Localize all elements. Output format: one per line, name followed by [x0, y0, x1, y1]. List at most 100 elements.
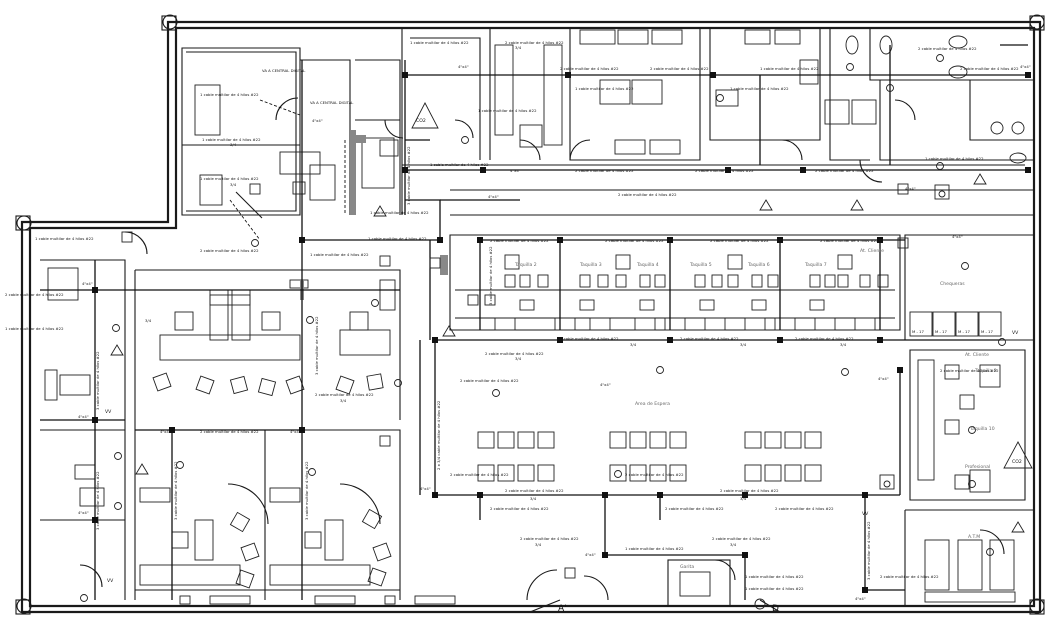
section-arrow-icon: A' D	[529, 598, 781, 614]
box-size-label: 4"x4"	[458, 64, 469, 69]
hatched-columns	[300, 130, 448, 300]
vertical-cable-label: 3 cable multilar de 4 hilos #22	[304, 461, 309, 520]
room-label-taquilla-3: Taquilla 3	[579, 262, 602, 268]
cable-label: 2 cable multilar de 4 hilos #22	[820, 238, 879, 243]
box-size-label: 4"x4"	[905, 186, 916, 191]
vv-annotations: VV VV VV VV	[105, 330, 1019, 584]
cable-label: 1 cable multilar de 4 hilos #22	[370, 210, 429, 215]
room-label-at-cliente-right: At. Cliente	[965, 352, 989, 358]
cable-label: 1 cable multilar de 4 hilos #22	[430, 162, 489, 167]
box-size-label: 4"x4"	[420, 486, 431, 491]
fire-extinguisher-icon: CO2 CO2	[411, 102, 1033, 469]
cable-annotations: 1 cable multilar de 4 hilos #22 2 cable …	[5, 40, 1019, 591]
vertical-cable-label: 3 cable multilar de 4 hilos #22	[488, 246, 493, 305]
box-size-label: 4"x4"	[585, 552, 596, 557]
junction-boxes	[92, 72, 1031, 593]
cable-label: 1 cable multilar de 4 hilos #22	[745, 574, 804, 579]
cable-label: 1 cable multilar de 4 hilos #22	[200, 176, 259, 181]
conduit-label: 3/4	[630, 342, 637, 347]
conduit-label: 3/4	[515, 45, 522, 50]
box-size-label: 4"x4"	[488, 194, 499, 199]
vertical-cable-label: 3 cable multilar de 4 hilos #22	[866, 521, 871, 580]
section-marker-d: D	[772, 604, 779, 614]
cable-label: 1 cable multilar de 4 hilos #22	[5, 326, 64, 331]
cable-label: 2 cable multilar de 4 hilos #22	[560, 336, 619, 341]
wheelchair-icon	[879, 184, 950, 490]
cable-label: 2 cable multilar de 4 hilos #22	[605, 238, 664, 243]
cable-label: 1 cable multilar de 4 hilos #22	[200, 92, 259, 97]
box-size-label: 4"x4"	[82, 281, 93, 286]
cable-label: 2 cable multilar de 4 hilos #22	[485, 351, 544, 356]
conduit-label: 3/4	[230, 142, 237, 147]
cable-label: 2 cable multilar de 4 hilos #22	[505, 40, 564, 45]
room-label-garita: Garita	[680, 564, 694, 570]
central-digital-label: VA A CENTRAL DIGITAL	[310, 100, 354, 105]
room-label-taquilla-5: Taquilla 5	[689, 262, 712, 268]
cable-label: 2 cable multilar de 4 hilos #22	[695, 168, 754, 173]
room-label-taquilla-6: Taquilla 6	[747, 262, 770, 268]
conduit-label: 3/4	[340, 398, 347, 403]
vertical-cable-label: 2 x 3/4 cable multilar de 4 hilos #22	[436, 400, 441, 470]
cable-label: 2 cable multilar de 4 hilos #22	[710, 238, 769, 243]
box-size-label: 4"x4"	[952, 234, 963, 239]
exterior-walls	[15, 14, 1045, 615]
vv-label: VV	[862, 511, 869, 517]
furniture	[44, 29, 1027, 605]
conduit-label: 3/4	[535, 542, 542, 547]
room-label-atm: A.T.M	[968, 534, 980, 540]
cable-label: 2 cable multilar de 4 hilos #22	[520, 536, 579, 541]
room-label-chequeras: Chequeras	[940, 281, 965, 287]
vv-label: VV	[107, 578, 114, 584]
cable-label: 2 cable multilar de 4 hilos #22	[575, 168, 634, 173]
conduit-label: 3/4	[740, 342, 747, 347]
box-size-label: 4"x4"	[855, 596, 866, 601]
vv-label: VV	[1012, 330, 1019, 336]
room-label-taquilla-9: Taquilla 9	[974, 368, 997, 374]
cable-label: 1 cable multilar de 4 hilos #22	[575, 86, 634, 91]
cable-label: 2 cable multilar de 4 hilos #22	[560, 66, 619, 71]
box-size-label: 4"x4"	[160, 429, 171, 434]
central-digital-label: VA A CENTRAL DIGITAL	[262, 68, 306, 73]
room-label-taquilla-10: Taquilla 10	[969, 426, 995, 432]
room-label-taquilla-2: Taquilla 2	[514, 262, 537, 268]
room-label-profesional: Profesional	[965, 464, 990, 470]
conduit-label: 3/4	[145, 318, 152, 323]
cable-label: 2 cable multilar de 4 hilos #22	[815, 168, 874, 173]
cable-label: 2 cable multilar de 4 hilos #22	[795, 336, 854, 341]
vertical-cable-label: 3 cable multilar de 4 hilos #22	[406, 146, 411, 205]
cable-label: 2 cable multilar de 4 hilos #22	[200, 248, 259, 253]
vertical-cable-annotations: 3 cable multilar de 4 hilos #22 3 cable …	[95, 146, 871, 580]
cable-label: 1 cable multilar de 4 hilos #22	[410, 40, 469, 45]
cable-label: 2 cable multilar de 4 hilos #22	[200, 429, 259, 434]
conduit-label: 3/4	[530, 496, 537, 501]
cable-label: 1 cable multilar de 4 hilos #22	[368, 236, 427, 241]
box-size-label: 4"x4"	[78, 414, 89, 419]
cable-label: 2 cable multilar de 4 hilos #22	[450, 472, 509, 477]
cable-label: 2 cable multilar de 4 hilos #22	[775, 506, 834, 511]
section-marker-a: A'	[558, 604, 567, 614]
cable-label: 2 cable multilar de 4 hilos #22	[712, 536, 771, 541]
cable-label: 2 cable multilar de 4 hilos #22	[650, 66, 709, 71]
cheque-desk-label: M - 17	[958, 329, 970, 334]
box-size-label: 4"x4"	[878, 376, 889, 381]
cable-label: 2 cable multilar de 4 hilos #22	[665, 506, 724, 511]
conduit-label: 3/4	[730, 542, 737, 547]
conduit-label: 3/4	[515, 356, 522, 361]
room-label-area-espera: Area de Espera	[635, 401, 670, 407]
box-size-label: 4"x4"	[312, 118, 323, 123]
cable-label: 2 cable multilar de 4 hilos #22	[940, 368, 999, 373]
cable-label: 2 cable multilar de 4 hilos #22	[720, 488, 779, 493]
cable-label: 1 cable multilar de 4 hilos #22	[760, 66, 819, 71]
room-label-at-cliente-top: At. Cliente	[860, 248, 884, 254]
cable-label: 1 cable multilar de 4 hilos #22	[925, 156, 984, 161]
outlet-icon	[80, 54, 1006, 602]
conduit-label: 3/4	[840, 342, 847, 347]
cable-label: 1 cable multilar de 4 hilos #22	[310, 252, 369, 257]
cable-label: 2 cable multilar de 4 hilos #22	[618, 192, 677, 197]
cable-label: 2 cable multilar de 4 hilos #22	[680, 336, 739, 341]
co2-label: CO2	[1012, 459, 1022, 465]
cable-label: 1 cable multilar de 4 hilos #22	[745, 586, 804, 591]
cheque-desk-label: M - 17	[981, 329, 993, 334]
vertical-cable-label: 3 cable multilar de 4 hilos #22	[95, 471, 100, 530]
